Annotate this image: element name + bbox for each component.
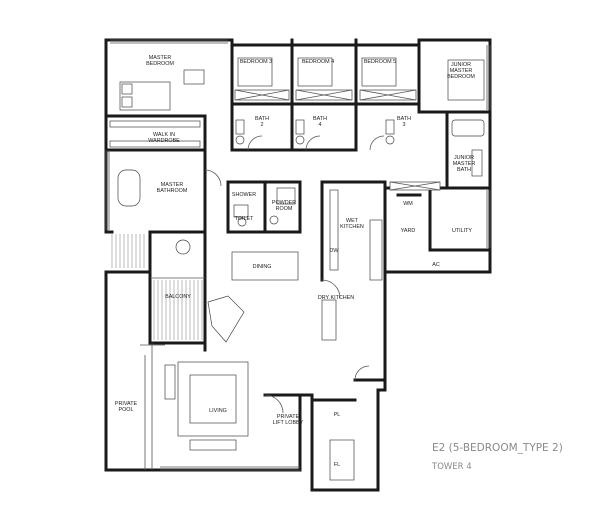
label-bedroom5: BEDROOM 5: [364, 59, 396, 65]
windows: [105, 39, 491, 471]
label-wm: WM: [403, 201, 413, 207]
label-utility: UTILITY: [452, 228, 472, 234]
label-balcony: BALCONY: [165, 294, 191, 300]
label-shower: SHOWER: [232, 192, 256, 198]
label-bedroom4: BEDROOM 4: [302, 59, 334, 65]
label-bedroom3: BEDROOM 3: [240, 59, 272, 65]
label-fl: FL: [334, 462, 340, 468]
label-living: LIVING: [209, 408, 227, 414]
label-ac: AC: [432, 262, 440, 268]
bath-fixtures: [117, 119, 485, 227]
label-yard: YARD: [401, 228, 416, 234]
balcony-decking: [111, 234, 205, 470]
plan-title: E2 (5-BEDROOM_TYPE 2): [432, 442, 563, 454]
label-dining: DINING: [253, 264, 272, 270]
wardrobes: [109, 89, 441, 191]
plan-subtitle: TOWER 4: [431, 462, 472, 472]
furniture: [164, 189, 383, 481]
label-pl: PL: [334, 412, 341, 418]
beds: [119, 57, 485, 111]
label-dry-kitchen: DRY KITCHEN: [318, 295, 354, 301]
title-block: E2 (5-BEDROOM_TYPE 2) TOWER 4: [431, 442, 563, 472]
label-dw: DW: [330, 248, 340, 254]
interior-walls: [104, 43, 492, 402]
label-toilet: TOILET: [235, 216, 254, 222]
door-swings: [204, 135, 385, 414]
